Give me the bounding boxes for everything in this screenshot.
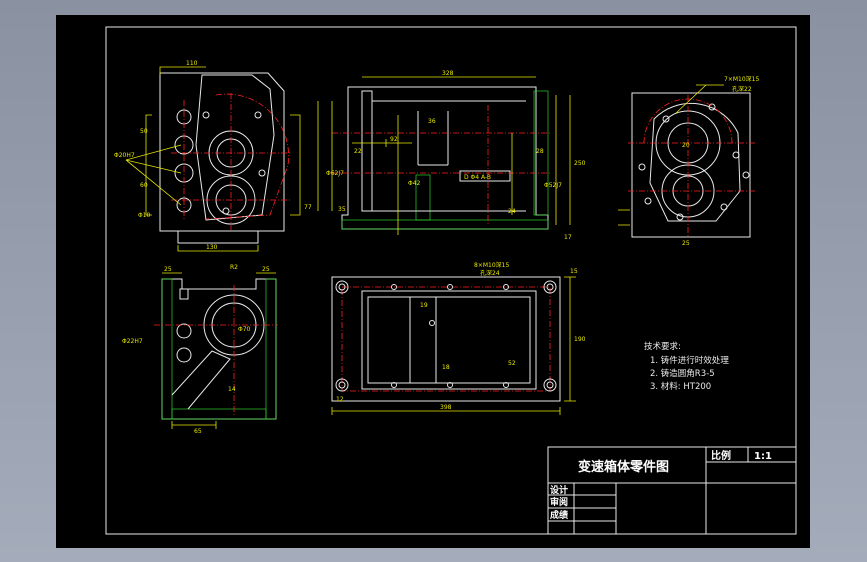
- dim-lower-14: 14: [228, 386, 236, 393]
- cad-drawing: [105, 26, 797, 535]
- plan-view: [331, 276, 576, 415]
- role-review: 审阅: [550, 496, 568, 508]
- scale-value: 1:1: [754, 451, 772, 462]
- dim-front-hole-small: Φ10: [138, 212, 151, 219]
- dim-section-bore1: Φ62J7: [326, 170, 344, 177]
- dim-section-24: 24: [508, 208, 516, 215]
- dim-plan-12: 12: [336, 396, 344, 403]
- tech-notes-heading: 技术要求:: [644, 341, 681, 352]
- lower-left-view: [154, 272, 278, 429]
- tech-note-2: 2. 铸造圆角R3-5: [650, 368, 715, 379]
- dim-section-28: 28: [536, 148, 544, 155]
- drawing-title: 变速箱体零件图: [578, 459, 669, 475]
- dim-plan-15: 15: [570, 268, 578, 275]
- section-view: [317, 76, 571, 235]
- title-block: [547, 446, 797, 535]
- dim-plan-190: 190: [574, 336, 586, 343]
- dim-front-base: 130: [206, 244, 218, 251]
- dim-side-note1: 7×M10深15: [724, 75, 759, 83]
- scale-label: 比例: [711, 449, 731, 462]
- tech-note-3: 3. 材料: HT200: [650, 381, 711, 392]
- dim-side-note2: 孔深22: [732, 85, 752, 93]
- dim-section-bore2: Φ42: [408, 180, 421, 187]
- role-design: 设计: [550, 484, 568, 496]
- front-view: [125, 66, 301, 252]
- dim-section-bore3: Φ52J7: [544, 182, 562, 189]
- dim-front-right: 77: [304, 204, 312, 211]
- dim-front-holes: Φ20H7: [114, 152, 135, 159]
- dim-plan-18: 18: [442, 364, 450, 371]
- dim-side-20: 20: [682, 142, 690, 149]
- dim-section-17: 17: [564, 234, 572, 241]
- tech-note-1: 1. 铸件进行时效处理: [650, 355, 729, 366]
- dim-lower-65: 65: [194, 428, 202, 435]
- dim-lower-r: R2: [230, 264, 238, 271]
- dim-lower-25a: 25: [164, 266, 172, 273]
- dim-front-left-b: 60: [140, 182, 148, 189]
- dim-section-top: 328: [442, 70, 454, 77]
- dim-lower-holes: Φ22H7: [122, 338, 143, 345]
- drawing-sheet: 110 130 50 60 Φ20H7 Φ10 77 328 92 36 22 …: [56, 15, 810, 548]
- dim-section-tag: D Φ4 A-B: [464, 174, 491, 181]
- dim-lower-phi: Φ70: [238, 326, 251, 333]
- dim-section-92: 92: [390, 136, 398, 143]
- dim-plan-19: 19: [420, 302, 428, 309]
- dim-section-250: 250: [574, 160, 586, 167]
- dimension-layer: 110 130 50 60 Φ20H7 Φ10 77 328 92 36 22 …: [114, 60, 772, 521]
- dim-side-25: 25: [682, 240, 690, 247]
- dim-plan-note2: 孔深24: [480, 269, 500, 277]
- dim-front-left-a: 50: [140, 128, 148, 135]
- dim-lower-25b: 25: [262, 266, 270, 273]
- dim-section-35: 35: [338, 206, 346, 213]
- side-view: [618, 84, 756, 238]
- dim-plan-398: 398: [440, 404, 452, 411]
- dim-section-36: 36: [428, 118, 436, 125]
- dim-section-22: 22: [354, 148, 362, 155]
- dim-front-width: 110: [186, 60, 198, 67]
- inner-frame: [105, 26, 797, 535]
- dim-plan-note1: 8×M10深15: [474, 261, 509, 269]
- dim-plan-52: 52: [508, 360, 516, 367]
- role-grade: 成绩: [550, 509, 568, 521]
